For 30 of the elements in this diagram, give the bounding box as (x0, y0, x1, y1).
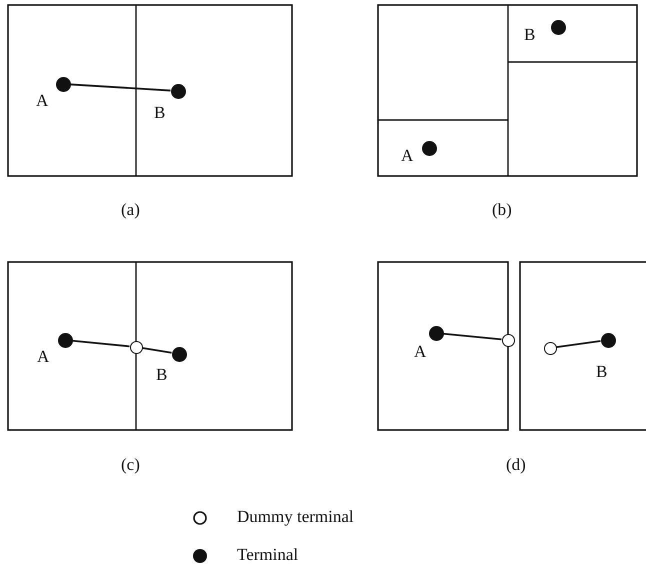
terminal-dot (600, 332, 616, 348)
terminal-dot (170, 84, 186, 98)
terminal-dot (58, 332, 72, 348)
connector-line (72, 340, 130, 348)
connector-line (443, 332, 502, 340)
panel-caption: (c) (121, 456, 140, 474)
connector-line (556, 340, 601, 348)
terminal-label: A (414, 343, 426, 361)
legend-text: Terminal (237, 546, 298, 564)
terminal-dot (550, 20, 566, 34)
terminal-dot (56, 76, 70, 92)
panel-caption: (d) (506, 456, 526, 474)
terminal-label: A (36, 92, 48, 110)
terminal-dot (172, 346, 186, 362)
panel-caption: (b) (492, 201, 512, 219)
dummy-terminal-dot (502, 334, 514, 346)
terminal-label: B (596, 363, 608, 381)
terminal-label: B (154, 104, 166, 122)
dummy-terminal-dot (544, 342, 556, 354)
connector-line (70, 84, 171, 92)
terminal-label: A (37, 348, 50, 366)
terminal-dot (428, 326, 444, 340)
terminal-label: A (401, 147, 414, 165)
dummy-terminal-dot (130, 340, 142, 354)
terminal-label: B (524, 26, 536, 44)
connector-line (142, 347, 172, 354)
legend-text: Dummy terminal (237, 508, 354, 526)
panel-caption: (a) (121, 201, 140, 219)
terminal-dot (422, 140, 436, 156)
terminal-label: B (156, 366, 168, 384)
